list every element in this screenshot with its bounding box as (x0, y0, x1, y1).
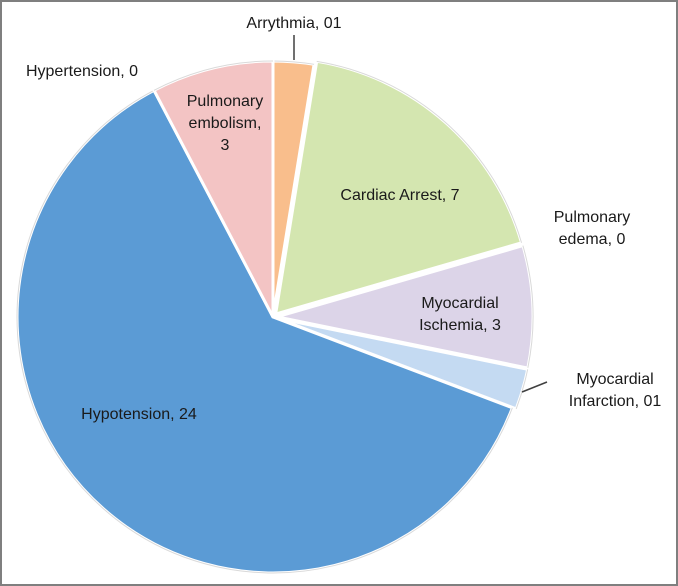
pie-slice-edge (515, 369, 529, 410)
slice-label: Hypertension, 0 (26, 63, 138, 80)
pie-slice (15, 88, 515, 575)
pie-slice-edge (316, 60, 523, 243)
pie-slice-edge (153, 60, 274, 91)
leader-line (521, 381, 548, 393)
pie-slices (15, 59, 535, 575)
slice-label: Hypotension, 24 (81, 406, 197, 423)
pie-slice (152, 59, 275, 318)
slice-label: Arrythmia, 01 (246, 15, 341, 32)
pie-slice-edge (522, 245, 534, 369)
pie-slice-edge (16, 89, 513, 574)
slice-label: Cardiac Arrest, 7 (340, 187, 459, 204)
pie-slice (276, 243, 535, 370)
pie-slice (273, 59, 524, 317)
leader-lines (293, 35, 548, 393)
